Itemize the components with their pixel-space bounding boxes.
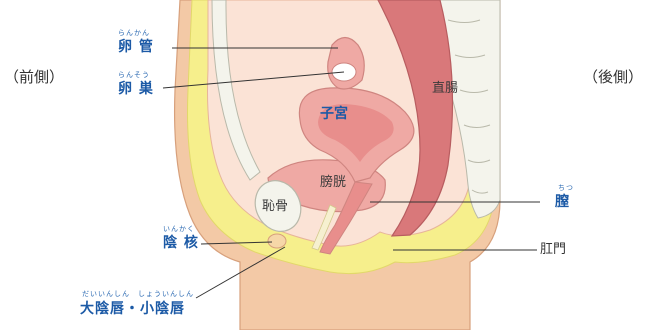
back-side-label: （後側） <box>583 70 643 85</box>
clitoris-label: 陰 核 <box>163 236 199 250</box>
rectum-label: 直腸 <box>432 82 458 95</box>
ovary-ruby: らんそう <box>118 72 150 79</box>
uterus-label: 子宮 <box>320 107 348 121</box>
oviduct-ruby: らんかん <box>118 30 150 37</box>
pubic-bone-label: 恥骨 <box>262 200 288 213</box>
clitoris-ruby: いんかく <box>163 226 195 233</box>
clitoris-organ <box>268 234 286 248</box>
anus-label: 肛門 <box>540 243 566 256</box>
labia-label: 大陰唇・小陰唇 <box>80 302 185 316</box>
front-side-label: （前側） <box>4 70 64 85</box>
vagina-label: 膣 <box>555 195 570 209</box>
ovary-label: 卵 巣 <box>118 82 154 96</box>
oviduct-label: 卵 管 <box>118 40 154 54</box>
vagina-ruby: ちつ <box>558 185 574 192</box>
labia-ruby: だいいんしん しょういんしん <box>82 291 194 298</box>
bladder-label: 膀胱 <box>320 176 346 189</box>
